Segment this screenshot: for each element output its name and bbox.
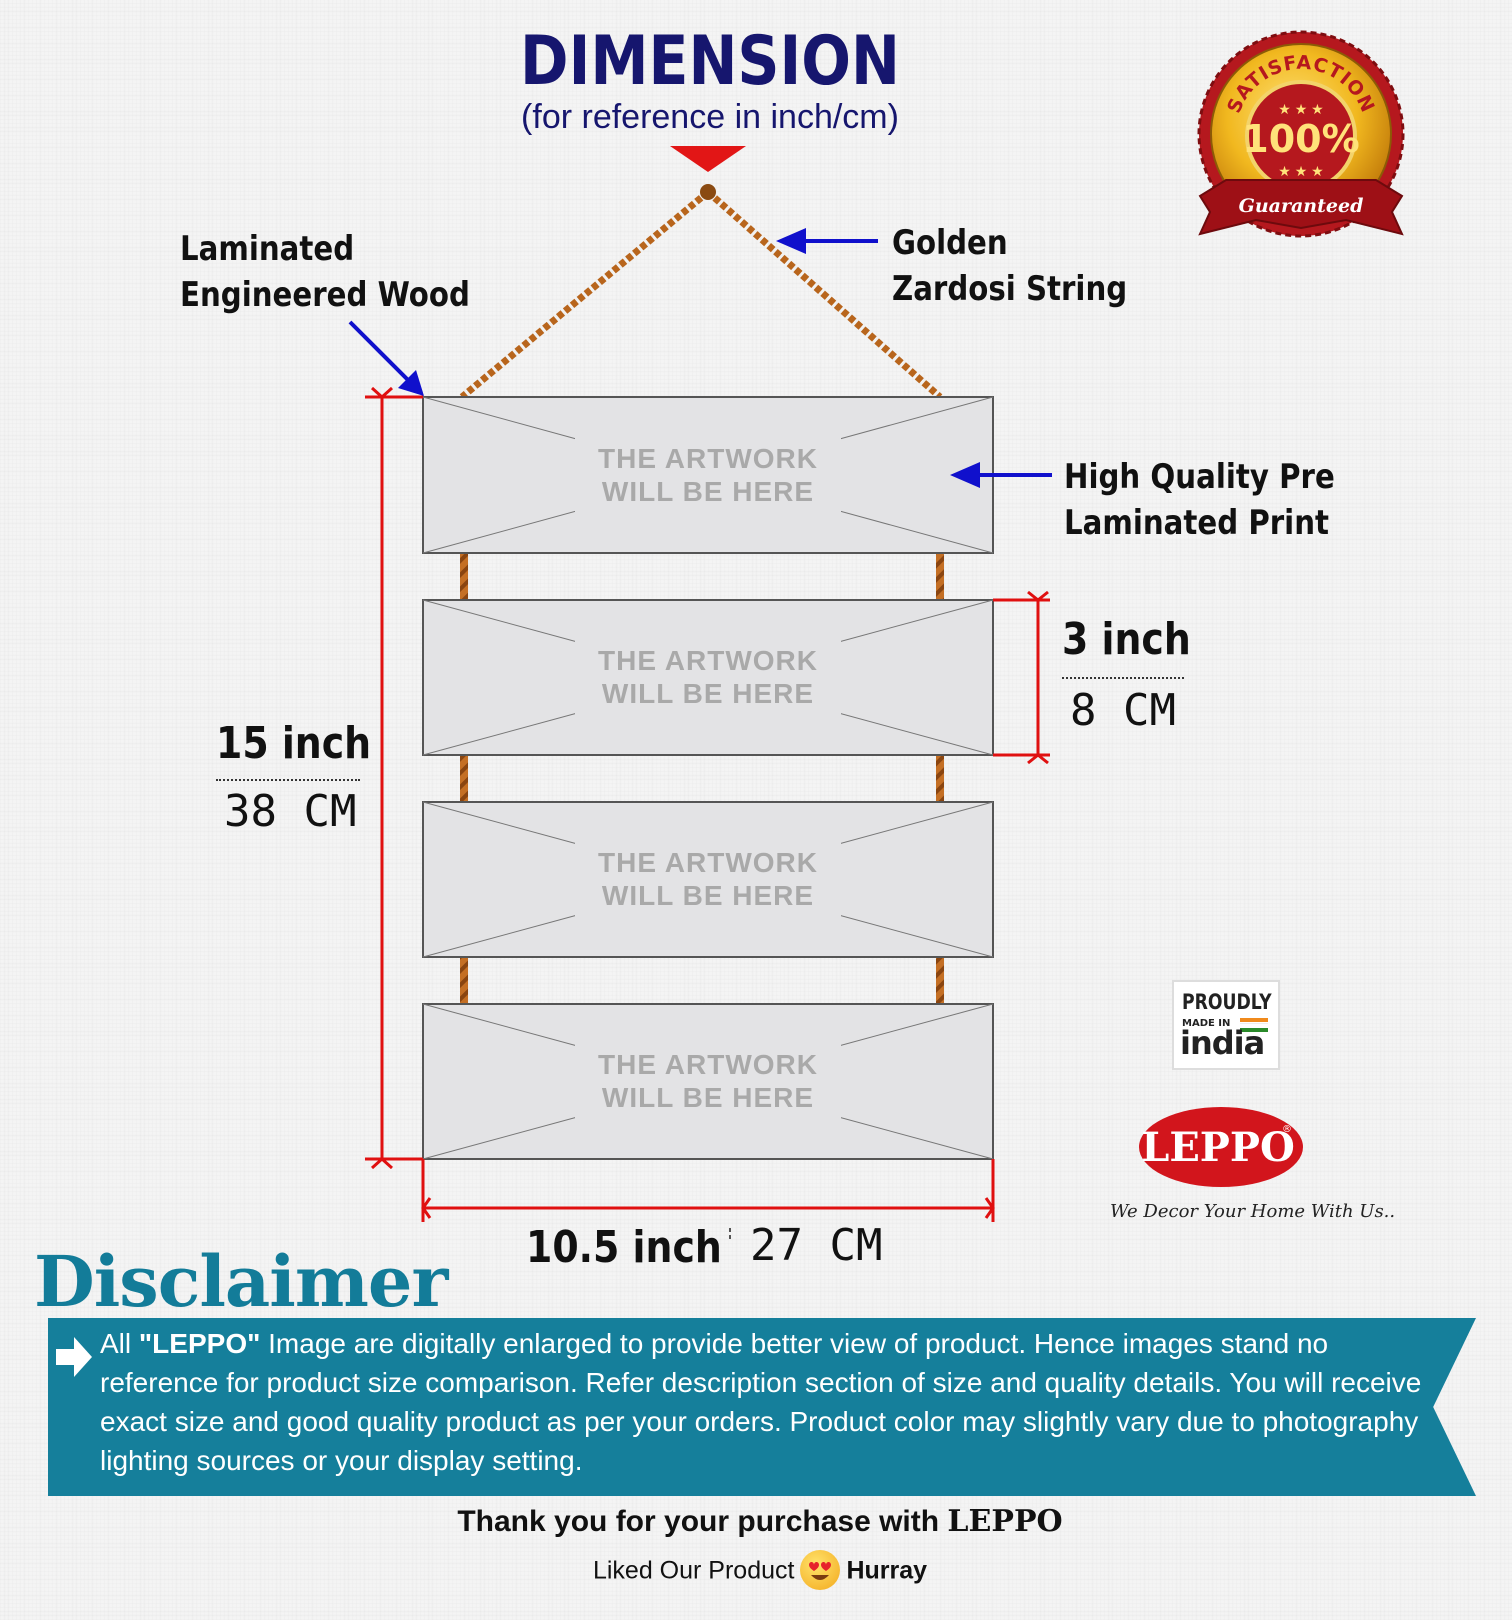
height-cm-label: 38 CM (224, 786, 357, 837)
hanging-hook (700, 184, 716, 200)
width-inch-label: 10.5 inch (526, 1222, 722, 1273)
badge-ribbon-text: Guaranteed (1239, 195, 1364, 217)
leppo-logo-text: LEPPO (1141, 1124, 1295, 1171)
leppo-logo: LEPPO ® (1139, 1107, 1303, 1187)
panel-label-2: WILL BE HERE (602, 1082, 814, 1113)
satisfaction-badge: SATISFACTION 100% ★ ★ ★ ★ ★ ★ Guaranteed (1197, 30, 1405, 238)
panel: THE ARTWORK WILL BE HERE (422, 396, 994, 554)
disclaimer-band (48, 1318, 1476, 1496)
panel-inch-label: 3 inch (1062, 614, 1191, 665)
panel-label-1: THE ARTWORK (598, 1049, 818, 1080)
made-in-india-line2: MADE IN (1182, 1018, 1231, 1029)
panel-height-dimension-line (993, 590, 1050, 765)
panel-label-2: WILL BE HERE (602, 678, 814, 709)
panel-label-2: WILL BE HERE (602, 880, 814, 911)
brand-tagline: We Decor Your Home With Us.. (1110, 1201, 1396, 1222)
panel-label-1: THE ARTWORK (598, 645, 818, 676)
callout-print: High Quality Pre Laminated Print (1064, 457, 1335, 543)
panel-connectors (460, 553, 944, 1004)
panel-label-divider (1062, 677, 1184, 679)
svg-text:®: ® (1282, 1124, 1292, 1135)
made-in-india-line1: PROUDLY (1182, 990, 1272, 1014)
heart-eyes-emoji-icon (800, 1550, 841, 1590)
thank-you-text: Thank you for your purchase with (457, 1505, 940, 1538)
rope-left (459, 189, 711, 400)
panel-label-1: THE ARTWORK (598, 443, 818, 474)
width-cm-label: 27 CM (750, 1220, 883, 1271)
disclaimer-text-start: All (100, 1328, 139, 1359)
panel-cm-label: 8 CM (1070, 685, 1176, 736)
arrow-right-icon (56, 1337, 92, 1377)
hurray-text: Hurray (846, 1556, 928, 1585)
liked-text: Liked Our Product (592, 1556, 795, 1585)
page-title: DIMENSION (520, 22, 900, 101)
panel-label-2: WILL BE HERE (602, 476, 814, 507)
star-icon: ★ ★ ★ (1278, 101, 1323, 117)
ribbon-shape (1198, 179, 1404, 236)
thank-you-line: Thank you for your purchase with LEPPO (0, 1504, 1512, 1539)
made-in-india-line3: india (1180, 1024, 1265, 1062)
flag-white-stripe (1240, 1023, 1268, 1028)
callout-zardosi-string: Golden Zardosi String (892, 223, 1128, 309)
page-subtitle: (for reference in inch/cm) (521, 98, 899, 136)
star-icon: ★ ★ ★ (1278, 163, 1323, 179)
disclaimer-brand: "LEPPO" (138, 1328, 261, 1359)
dimension-diagram: THE ARTWORK WILL BE HERE THE ARTWORK WIL… (348, 146, 1052, 1240)
panel: THE ARTWORK WILL BE HERE (422, 801, 994, 958)
panel: THE ARTWORK WILL BE HERE (422, 1003, 994, 1160)
panel-label-1: THE ARTWORK (598, 847, 818, 878)
width-dimension-line (421, 1159, 995, 1222)
thank-you-brand: LEPPO (947, 1504, 1063, 1539)
top-marker-triangle (670, 146, 746, 172)
panel: THE ARTWORK WILL BE HERE (422, 599, 994, 756)
disclaimer-text: All "LEPPO" Image are digitally enlarged… (100, 1324, 1440, 1480)
disclaimer-title: Disclaimer (34, 1240, 448, 1323)
arrow-icon (776, 228, 878, 254)
height-dimension-line (365, 386, 423, 1170)
callout-laminated-wood: Laminated Engineered Wood (180, 229, 470, 315)
rope-right (705, 189, 943, 400)
liked-line: Liked Our Product Hurray (0, 1550, 1512, 1592)
arrow-icon (950, 462, 1052, 488)
arrow-icon (348, 320, 424, 396)
badge-percent: 100% (1242, 117, 1359, 161)
flag-green-stripe (1240, 1028, 1268, 1032)
height-label-divider (216, 779, 360, 781)
height-inch-label: 15 inch (216, 718, 372, 769)
flag-saffron-stripe (1240, 1018, 1268, 1022)
disclaimer-text-body: Image are digitally enlarged to provide … (100, 1328, 1422, 1476)
made-in-india-badge: PROUDLY MADE IN india (1172, 980, 1280, 1070)
